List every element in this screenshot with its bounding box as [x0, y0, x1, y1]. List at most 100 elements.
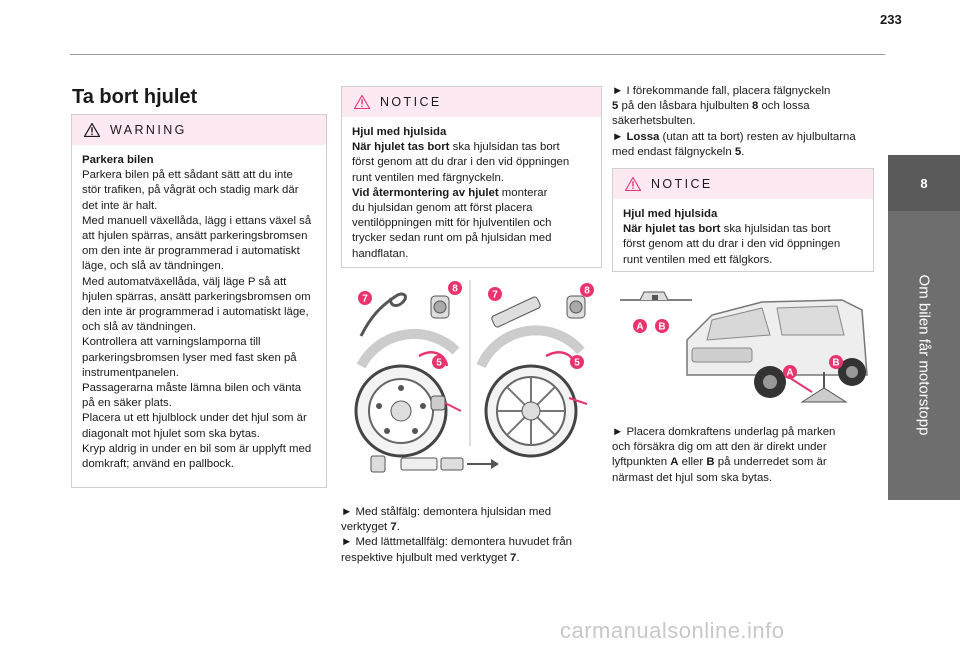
notice-line-part: Vid återmontering av hjulet [352, 186, 499, 199]
notice-line: först genom att du drar i den vid öppnin… [352, 155, 591, 170]
instruction-line: ► Med stålfälg: demontera hjulsidan med [341, 505, 603, 520]
notice-line-part: ska hjulsidan tas bort [449, 141, 560, 154]
warning-line: på en säker plats. [82, 397, 172, 410]
warning-label: WARNING [110, 123, 187, 137]
notice-line: ventilöppningen mitt för hjulventilen oc… [352, 216, 591, 231]
warning-line: Med manuell växellåda, lägg i ettans väx… [82, 214, 312, 227]
instruction-line-part: ► Placera domkraftens underlag på marken [612, 426, 836, 438]
callout-badge [448, 281, 462, 295]
notice-line: först genom att du drar i den vid öppnin… [623, 237, 863, 252]
callout-badge [358, 291, 372, 305]
callout-label: 7 [362, 294, 368, 305]
callout-label: 8 [584, 286, 590, 297]
notice-line-part: runt ventilen med färgnyckeln. [352, 171, 504, 184]
notice-triangle-icon [354, 95, 370, 109]
warning-line: Parkera bilen på ett sådant sätt att du … [82, 169, 293, 182]
instruction-line-part: ► Med lättmetallfälg: demontera huvudet … [341, 536, 572, 549]
instruction-line-part: Lossa [626, 130, 660, 143]
instruction-line-part: . [741, 145, 745, 158]
right-instructions-bottom: ► Placera domkraftens underlag på marken… [612, 425, 882, 486]
notice-line-part: När hjulet tas bort [352, 141, 450, 154]
instruction-line: 5 på den låsbara hjulbulten 8 och lossa [612, 99, 882, 114]
instruction-line-part: respektive hjulbult med verktyget [341, 551, 511, 564]
notice-line-part: runt ventilen med ett fälgkors. [623, 253, 773, 266]
warning-line: att hjulen spärras, ansätt parkeringsbro… [82, 230, 308, 243]
watermark: carmanualsonline.info [560, 618, 785, 643]
warning-line: och slå av tändningen. [82, 321, 196, 334]
callout-badge [655, 319, 669, 333]
warning-header: WARNING [72, 115, 326, 145]
callout-badge [488, 287, 502, 301]
warning-line: Passagerarna måste lämna bilen och vänta [82, 382, 302, 395]
callout-label: 5 [574, 358, 580, 369]
callout-label: A [786, 368, 793, 379]
warning-line: det inte är halt. [82, 199, 158, 212]
notice-line: Hjul med hjulsida [623, 207, 863, 222]
callout-badge [633, 319, 647, 333]
instruction-line: säkerhetsbulten. [612, 114, 882, 129]
instruction-line-part: A [670, 456, 679, 469]
instruction-line: ► I förekommande fall, placera fälgnycke… [612, 84, 882, 99]
instruction-line: lyftpunkten A eller B på underredet som … [612, 455, 882, 470]
notice-line: Hjul med hjulsida [352, 125, 591, 140]
warning-line: instrumentpanelen. [82, 366, 179, 379]
section-title: Ta bort hjulet [72, 86, 198, 108]
chapter-number: 8 [888, 155, 960, 211]
instruction-line: och försäkra dig om att den är direkt un… [612, 440, 882, 455]
instruction-line-part: och försäkra dig om att den är direkt un… [612, 441, 827, 454]
warning-line: Parkera bilen [82, 154, 154, 166]
notice-line: När hjulet tas bort ska hjulsidan tas bo… [352, 140, 591, 155]
notice-line: du hjulsidan genom att först placera [352, 201, 591, 216]
callout-label: B [832, 358, 839, 369]
instruction-line-part: 5 [734, 145, 742, 158]
notice-line: runt ventilen med färgnyckeln. [352, 171, 591, 186]
callout-label: 5 [436, 358, 442, 369]
instruction-line-part: och lossa [758, 100, 810, 113]
notice-line-part: monterar [498, 186, 548, 199]
instruction-line: verktyget 7. [341, 520, 603, 535]
instruction-line-part: med endast fälgnyckeln [612, 145, 735, 158]
instruction-line-part: 5 [612, 100, 619, 113]
callout-badge [829, 355, 843, 369]
chapter-sidebar: 8 Om bilen får motorstopp [888, 155, 960, 500]
warning-line: stör trafiken, på vågrät och stadig mark… [82, 184, 299, 197]
instruction-line: ► Lossa (utan att ta bort) resten av hju… [612, 130, 882, 145]
warning-line: om den inte är programmerad i automatisk… [82, 245, 300, 258]
callout-badge [580, 283, 594, 297]
warning-line: parkeringsbromsen lyser med fast sken på [82, 351, 297, 364]
callout-label: 7 [492, 290, 498, 301]
notice-line-part: trycker sedan runt om på hjulsidan med [352, 232, 552, 245]
notice-line-part: först genom att du drar i den vid öppnin… [352, 156, 570, 169]
right-instructions-top: ► I förekommande fall, placera fälgnycke… [612, 84, 882, 160]
notice-line-part: du hjulsidan genom att först placera [352, 202, 533, 215]
instruction-line: närmast det hjul som ska bytas. [612, 471, 882, 486]
instruction-line-part: 7 [390, 521, 397, 534]
instruction-line-part: närmast det hjul som ska bytas. [612, 471, 773, 484]
instruction-line-part: lyftpunkten [612, 456, 671, 469]
page-number: 233 [880, 12, 902, 27]
warning-line: domkraft; använd en pallbock. [82, 458, 234, 471]
instruction-line-part: eller [678, 456, 707, 469]
instruction-line-part: B [706, 456, 715, 469]
warning-line: hjulen spärras, ansätt parkeringsbromsen… [82, 290, 311, 303]
instruction-line: med endast fälgnyckeln 5. [612, 145, 882, 160]
callout-badge [570, 355, 584, 369]
callout-label: A [636, 322, 643, 333]
warning-line: Kontrollera att varningslamporna till [82, 336, 261, 349]
notice-line-part: Hjul med hjulsida [623, 208, 718, 220]
notice-line-part: först genom att du drar i den vid öppnin… [623, 238, 841, 251]
warning-line: diagonalt mot hjulet som ska bytas. [82, 427, 260, 440]
warning-triangle-icon [84, 123, 100, 137]
notice-label-2: NOTICE [651, 177, 713, 191]
instruction-line: ► Med lättmetallfälg: demontera huvudet … [341, 535, 603, 550]
notice-triangle-icon [625, 177, 641, 191]
notice-line: När hjulet tas bort ska hjulsidan tas bo… [623, 222, 863, 237]
instruction-line-part: 8 [751, 100, 759, 113]
callout-badge [783, 365, 797, 379]
instruction-line-part: . [516, 551, 520, 564]
instruction-line: respektive hjulbult med verktyget 7. [341, 551, 603, 566]
